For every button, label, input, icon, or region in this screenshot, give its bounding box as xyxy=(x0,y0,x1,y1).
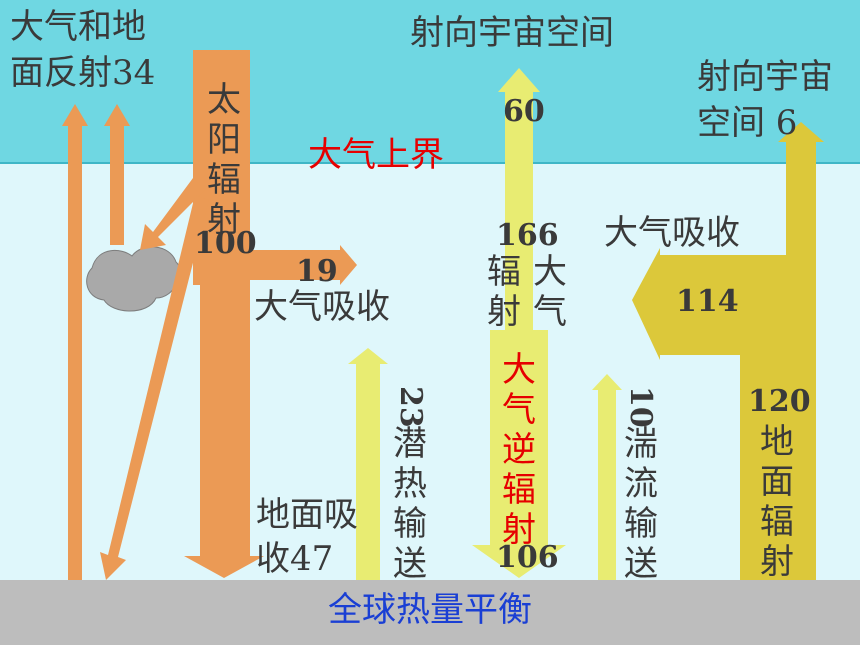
cloud xyxy=(86,246,181,312)
turbulent-flux-arrow xyxy=(592,374,622,580)
ground-band xyxy=(0,580,860,645)
value-120: 120 xyxy=(748,384,811,419)
label-latent-heat: 潜热输送 xyxy=(393,424,427,584)
label-counter-radiation: 大气逆辐射 xyxy=(502,350,536,550)
solar-to-ground-arrow xyxy=(100,195,209,580)
label-to-space-right: 射向宇宙 xyxy=(697,57,833,97)
diagram-title: 全球热量平衡 xyxy=(328,590,532,630)
reflect-arrow-2 xyxy=(104,104,130,245)
label-solar-radiation: 太阳辐射 xyxy=(207,80,241,240)
label-radiation-col: 辐射 xyxy=(487,252,521,332)
label-atm-ground-reflect: 大气和地 xyxy=(10,7,146,47)
reflect-arrow-1 xyxy=(62,104,88,580)
value-solar-100: 100 xyxy=(194,226,257,261)
value-106: 106 xyxy=(496,540,559,575)
label-to-space: 射向宇宙空间 xyxy=(410,13,614,53)
value-latent-23: 23 xyxy=(393,386,428,428)
label-to-space-right-2: 空间 6 xyxy=(697,103,798,143)
latent-heat-arrow xyxy=(348,348,388,580)
ground-radiation-arrow xyxy=(632,122,824,580)
counter-radiation-arrow xyxy=(472,330,566,578)
label-atmosphere-col: 大气 xyxy=(533,252,567,332)
value-114: 114 xyxy=(676,284,739,319)
atmosphere-up-arrow xyxy=(498,68,540,345)
value-60: 60 xyxy=(503,94,545,129)
solar-to-cloud-arrow xyxy=(140,178,205,250)
label-atm-absorb-left: 大气吸收 xyxy=(254,287,390,327)
label-ground-absorb: 地面吸 xyxy=(256,495,358,535)
solar-column xyxy=(184,50,357,578)
value-turbulent-10: 10 xyxy=(623,386,658,428)
value-19: 19 xyxy=(296,254,338,289)
label-turbulent-flux: 湍流输送 xyxy=(624,424,658,584)
label-atm-absorb-right: 大气吸收 xyxy=(604,213,740,253)
value-166: 166 xyxy=(496,218,559,253)
label-atmosphere-top: 大气上界 xyxy=(308,135,444,175)
space-region xyxy=(0,0,860,163)
atmosphere-top-line xyxy=(0,162,860,164)
label-ground-radiation: 地面辐射 xyxy=(760,422,794,582)
label-atm-ground-reflect-2: 面反射34 xyxy=(10,53,156,93)
label-ground-absorb-2: 收47 xyxy=(256,539,334,579)
